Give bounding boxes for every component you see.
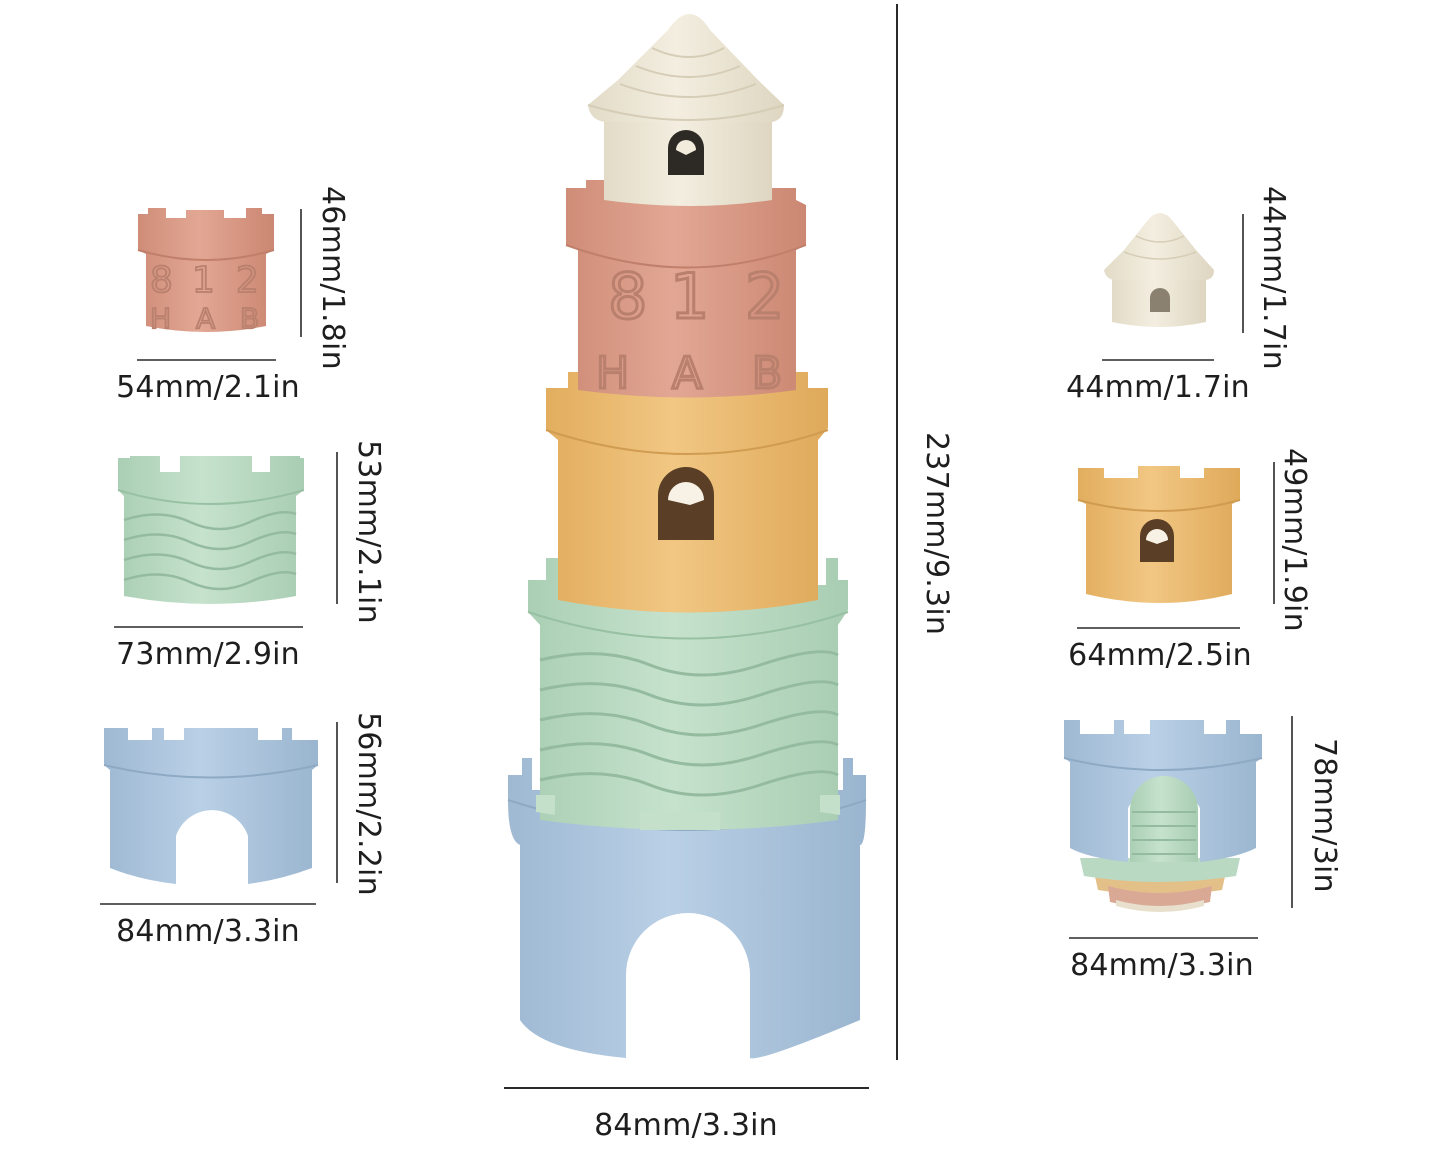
tower-yellow-tier (545, 372, 829, 613)
piece-letter-2: B (240, 302, 259, 335)
tower-letter-2: B (752, 348, 782, 399)
yellow-height-label: 49mm/1.9in (1277, 448, 1312, 632)
piece-yellow (1077, 466, 1241, 603)
nested-width-label: 84mm/3.3in (1070, 948, 1254, 983)
tower-number-0: 8 (608, 260, 647, 333)
blue-width-label: 84mm/3.3in (116, 914, 300, 949)
tower-cream-top (587, 14, 785, 206)
yellow-width-label: 64mm/2.5in (1068, 638, 1252, 673)
tower-height-label: 237mm/9.3in (919, 432, 954, 636)
tower-green-tier (527, 558, 849, 830)
piece-number-1: 1 (192, 260, 215, 301)
cream-width-label: 44mm/1.7in (1066, 370, 1250, 405)
assembled-tower: 8 1 2 H A B (507, 14, 867, 1059)
piece-number-0: 8 (150, 260, 173, 301)
green-width-label: 73mm/2.9in (116, 637, 300, 672)
piece-number-2: 2 (236, 260, 259, 301)
nested-height-label: 78mm/3in (1307, 738, 1342, 893)
tower-terracotta-tier (565, 180, 807, 398)
piece-terracotta (137, 208, 275, 332)
piece-terracotta-glyphs: 8 1 2 H A B (149, 259, 260, 336)
piece-nested-stack (1063, 720, 1263, 912)
tower-number-2: 2 (745, 260, 784, 333)
tower-letter-0: H (596, 348, 629, 399)
green-height-label: 53mm/2.1in (351, 440, 386, 624)
tower-letter-1: A (672, 348, 702, 399)
terracotta-height-label: 46mm/1.8in (315, 186, 350, 370)
piece-green (117, 456, 305, 604)
piece-letter-1: A (196, 302, 215, 335)
piece-cream (1104, 213, 1214, 327)
tower-width-label: 84mm/3.3in (594, 1108, 778, 1143)
piece-blue (103, 728, 319, 884)
piece-letter-0: H (150, 302, 171, 335)
terracotta-width-label: 54mm/2.1in (116, 370, 300, 405)
tower-embossed-glyphs: 8 1 2 H A B (595, 259, 786, 401)
tower-number-1: 1 (670, 260, 709, 333)
blue-height-label: 56mm/2.2in (351, 712, 386, 896)
cream-height-label: 44mm/1.7in (1256, 186, 1291, 370)
